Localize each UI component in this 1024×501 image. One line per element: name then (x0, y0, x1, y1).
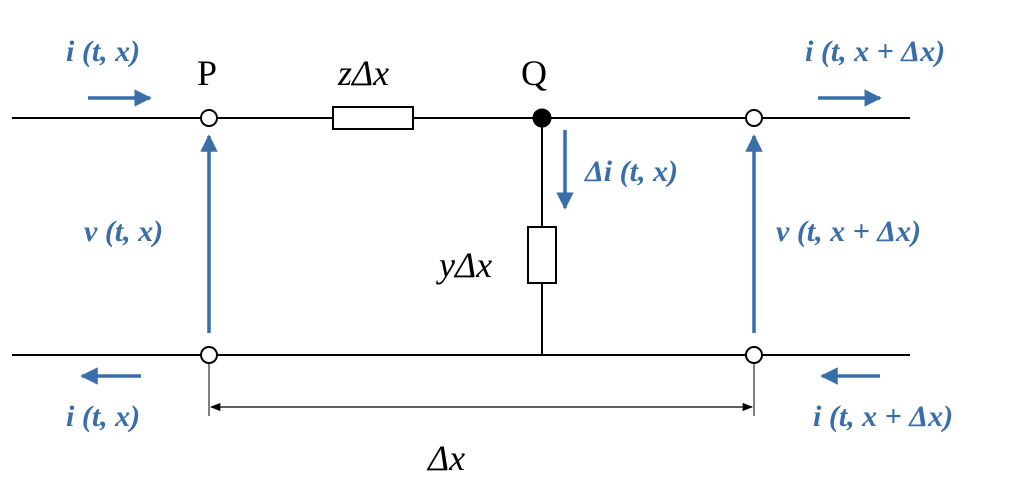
terminal-bottom-right (745, 346, 763, 364)
terminal-top-right (745, 109, 763, 127)
terminal-p (200, 109, 218, 127)
series-impedance-resistor (332, 106, 414, 130)
voltage-right-label: v (t, x + Δx) (776, 215, 922, 248)
current-out-bottom-label: i (t, x + Δx) (813, 400, 954, 433)
dimension-label: Δx (428, 438, 466, 478)
shunt-admittance-label: yΔx (439, 245, 493, 285)
node-q (532, 108, 552, 128)
series-impedance-label: zΔx (338, 53, 390, 93)
voltage-left-label: v (t, x) (84, 215, 164, 248)
node-q-label: Q (521, 53, 547, 93)
shunt-current-label: Δi (t, x) (585, 155, 678, 188)
shunt-admittance-resistor (527, 226, 557, 284)
node-p-label: P (197, 53, 218, 93)
current-in-top-label: i (t, x) (66, 35, 141, 68)
terminal-bottom-left (200, 346, 218, 364)
current-in-bottom-label: i (t, x) (66, 400, 141, 433)
current-out-top-label: i (t, x + Δx) (805, 35, 946, 68)
